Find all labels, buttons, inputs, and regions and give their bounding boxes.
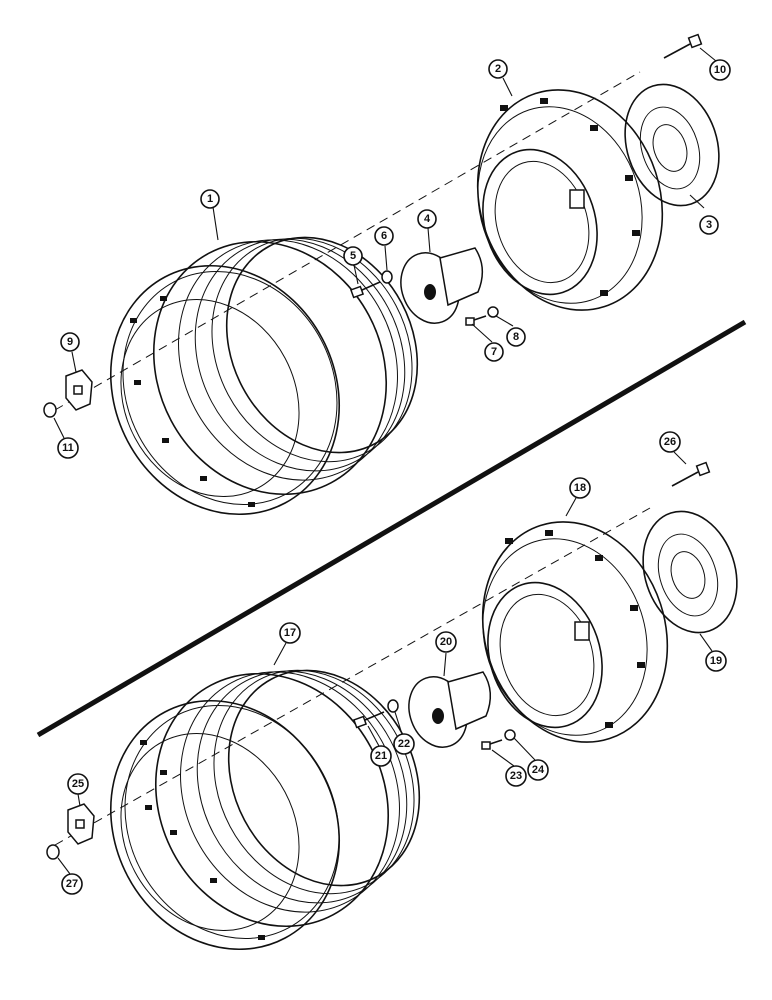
callout-6-label: 6 bbox=[381, 230, 387, 242]
callout-23: 23 bbox=[505, 765, 527, 787]
upper-bolt-7 bbox=[465, 315, 487, 326]
callout-10-label: 10 bbox=[714, 64, 726, 76]
callout-11-label: 11 bbox=[62, 442, 74, 454]
callout-5-label: 5 bbox=[350, 250, 356, 262]
callout-11: 11 bbox=[57, 437, 79, 459]
callout-26: 26 bbox=[659, 431, 681, 453]
lower-washer-22 bbox=[387, 699, 399, 713]
callout-21-label: 21 bbox=[375, 750, 387, 762]
callout-6: 6 bbox=[374, 226, 394, 246]
callout-8-label: 8 bbox=[513, 331, 519, 343]
callout-18: 18 bbox=[569, 477, 591, 499]
upper-nut bbox=[43, 402, 57, 418]
lower-nut bbox=[46, 844, 60, 860]
upper-bolt-10 bbox=[663, 33, 703, 59]
callout-5: 5 bbox=[343, 246, 363, 266]
lower-bolt-26 bbox=[671, 461, 711, 487]
callout-23-label: 23 bbox=[510, 770, 522, 782]
callout-2-label: 2 bbox=[495, 63, 501, 75]
callout-25-label: 25 bbox=[72, 778, 84, 790]
upper-washer-6 bbox=[381, 270, 393, 284]
callout-20: 20 bbox=[435, 631, 457, 653]
callout-17-label: 17 bbox=[284, 627, 296, 639]
callout-9: 9 bbox=[60, 332, 80, 352]
leader-lines bbox=[53, 47, 717, 875]
callout-25: 25 bbox=[67, 773, 89, 795]
callout-1-label: 1 bbox=[207, 193, 213, 205]
upper-washer-8 bbox=[487, 306, 499, 318]
upper-hub bbox=[400, 247, 484, 324]
callout-24-label: 24 bbox=[532, 764, 545, 776]
callout-10: 10 bbox=[709, 59, 731, 81]
lower-rim-lugs bbox=[140, 740, 265, 940]
callout-26-label: 26 bbox=[664, 436, 676, 448]
upper-wheel-disc bbox=[476, 89, 664, 311]
callout-4: 4 bbox=[417, 209, 437, 229]
callout-18-label: 18 bbox=[574, 482, 586, 494]
callout-8: 8 bbox=[506, 327, 526, 347]
lower-assembly bbox=[46, 461, 738, 951]
callout-7-label: 7 bbox=[491, 346, 497, 358]
upper-plate bbox=[624, 83, 720, 207]
callout-22: 22 bbox=[393, 733, 415, 755]
lower-washer-24 bbox=[504, 729, 516, 741]
section-divider-line bbox=[36, 319, 747, 738]
lower-clamp bbox=[67, 803, 95, 845]
callout-3-label: 3 bbox=[706, 219, 712, 231]
lower-bolt-21 bbox=[352, 711, 385, 729]
callout-27: 27 bbox=[61, 873, 83, 895]
callout-2: 2 bbox=[488, 59, 508, 79]
callout-27-label: 27 bbox=[66, 878, 78, 890]
upper-assembly bbox=[43, 33, 720, 516]
callout-7: 7 bbox=[484, 342, 504, 362]
callout-4-label: 4 bbox=[424, 213, 431, 225]
upper-clamp bbox=[65, 369, 93, 411]
lower-axis-line bbox=[54, 507, 651, 846]
callout-1: 1 bbox=[200, 189, 220, 209]
callout-17: 17 bbox=[279, 622, 301, 644]
callout-19-label: 19 bbox=[710, 655, 722, 667]
callout-3: 3 bbox=[699, 215, 719, 235]
callout-9-label: 9 bbox=[67, 336, 73, 348]
lower-bolt-23 bbox=[481, 739, 503, 750]
upper-rim-lugs bbox=[130, 296, 255, 507]
upper-rim bbox=[109, 236, 419, 516]
callout-19: 19 bbox=[705, 650, 727, 672]
lower-wheel-disc bbox=[481, 521, 669, 743]
callout-21: 21 bbox=[370, 745, 392, 767]
lower-plate bbox=[642, 510, 738, 634]
callout-20-label: 20 bbox=[440, 636, 452, 648]
lower-rim bbox=[109, 669, 421, 951]
callout-22-label: 22 bbox=[398, 738, 410, 750]
callout-24: 24 bbox=[527, 759, 549, 781]
upper-axis-line bbox=[54, 71, 641, 411]
lower-hub bbox=[408, 671, 492, 748]
upper-bolt-5 bbox=[349, 281, 381, 299]
